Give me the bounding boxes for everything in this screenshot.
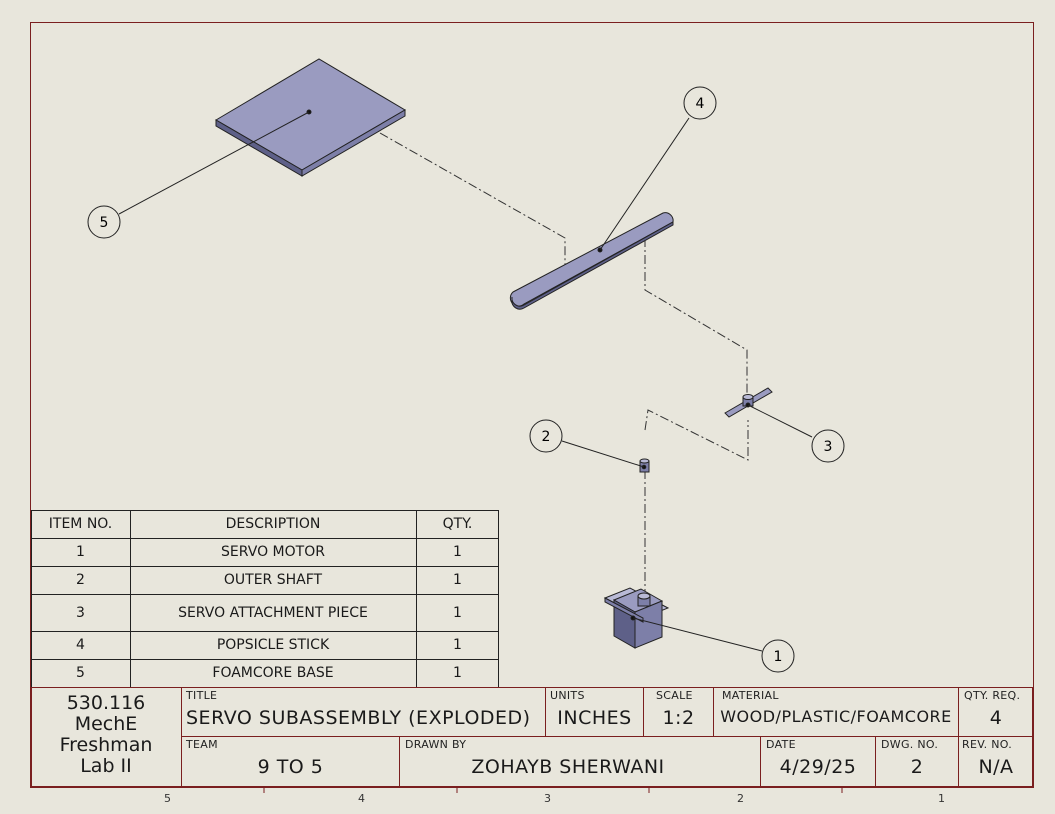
bom-row-4-item: 4 xyxy=(76,637,85,653)
balloon-4-label: 4 xyxy=(696,96,705,112)
drawn-by-value: ZOHAYB SHERWANI xyxy=(471,756,665,778)
course-label: 530.116 MechE Freshman Lab II xyxy=(32,693,180,777)
bom-row-5-qty: 1 xyxy=(453,665,462,681)
course-lab: Lab II xyxy=(80,755,132,777)
title-block-grid xyxy=(31,687,1033,787)
balloon-2-label: 2 xyxy=(542,429,551,445)
team-value: 9 TO 5 xyxy=(257,756,324,778)
bom-row-1-item: 1 xyxy=(76,544,85,560)
bom-row-3-desc: SERVO ATTACHMENT PIECE xyxy=(178,605,368,621)
dwg-no-value: 2 xyxy=(910,756,924,778)
bom-header-qty: QTY. xyxy=(442,516,473,532)
title-label: TITLE xyxy=(186,689,218,702)
scale-label: SCALE xyxy=(656,689,693,702)
bom-row-4-qty: 1 xyxy=(453,637,462,653)
bom-row-5-desc: FOAMCORE BASE xyxy=(212,665,334,681)
balloon-3: 3 xyxy=(811,429,845,463)
servo-attachment-part xyxy=(724,387,773,418)
sheet-border xyxy=(30,22,1034,788)
zone-label-1: 1 xyxy=(938,792,945,805)
outer-shaft-part xyxy=(639,458,650,473)
explode-lines xyxy=(379,132,749,595)
bom-row-5-item: 5 xyxy=(76,665,85,681)
bom-row-1-desc: SERVO MOTOR xyxy=(221,544,325,560)
scale-value: 1:2 xyxy=(662,707,695,729)
balloon-leaders xyxy=(118,111,813,652)
balloon-1: 1 xyxy=(761,639,795,673)
rev-no-label: REV. NO. xyxy=(962,738,1013,751)
rev-no-value: N/A xyxy=(978,756,1014,778)
bom-row-2-desc: OUTER SHAFT xyxy=(223,572,323,588)
bom-header-desc: DESCRIPTION xyxy=(225,516,321,532)
bom-header-item: ITEM NO. xyxy=(48,516,113,532)
bom-table-grid xyxy=(31,510,499,688)
popsicle-stick-part xyxy=(509,212,674,310)
units-label: UNITS xyxy=(550,689,585,702)
zone-label-3: 3 xyxy=(544,792,551,805)
material-value: WOOD/PLASTIC/FOAMCORE xyxy=(720,707,952,726)
zone-ticks xyxy=(263,787,843,793)
material-label: MATERIAL xyxy=(722,689,779,702)
units-value: INCHES xyxy=(557,707,632,729)
bom-row-1-qty: 1 xyxy=(453,544,462,560)
zone-label-2: 2 xyxy=(737,792,744,805)
zone-label-4: 4 xyxy=(358,792,365,805)
balloon-5-label: 5 xyxy=(100,215,109,231)
drawn-by-label: DRAWN BY xyxy=(405,738,467,751)
team-label: TEAM xyxy=(186,738,218,751)
course-level: Freshman xyxy=(59,734,153,756)
course-dept: MechE xyxy=(74,713,138,735)
bom-row-3-item: 3 xyxy=(76,605,85,621)
balloon-4: 4 xyxy=(683,86,717,120)
date-label: DATE xyxy=(766,738,796,751)
zone-label-5: 5 xyxy=(164,792,171,805)
qty-req-value: 4 xyxy=(989,707,1003,729)
balloon-2: 2 xyxy=(529,419,563,453)
balloon-3-label: 3 xyxy=(824,439,833,455)
date-value: 4/29/25 xyxy=(779,756,857,778)
course-number: 530.116 xyxy=(66,692,146,714)
bom-row-4-desc: POPSICLE STICK xyxy=(216,637,330,653)
servo-motor-part xyxy=(603,587,670,649)
bom-row-2-item: 2 xyxy=(76,572,85,588)
balloon-5: 5 xyxy=(87,205,121,239)
dwg-no-label: DWG. NO. xyxy=(881,738,939,751)
bom-row-2-qty: 1 xyxy=(453,572,462,588)
qty-req-label: QTY. REQ. xyxy=(964,689,1021,702)
bom-row-3-qty: 1 xyxy=(453,605,462,621)
balloon-1-label: 1 xyxy=(774,649,783,665)
drawing-title: SERVO SUBASSEMBLY (EXPLODED) xyxy=(186,707,531,729)
foamcore-base-part xyxy=(215,58,406,177)
